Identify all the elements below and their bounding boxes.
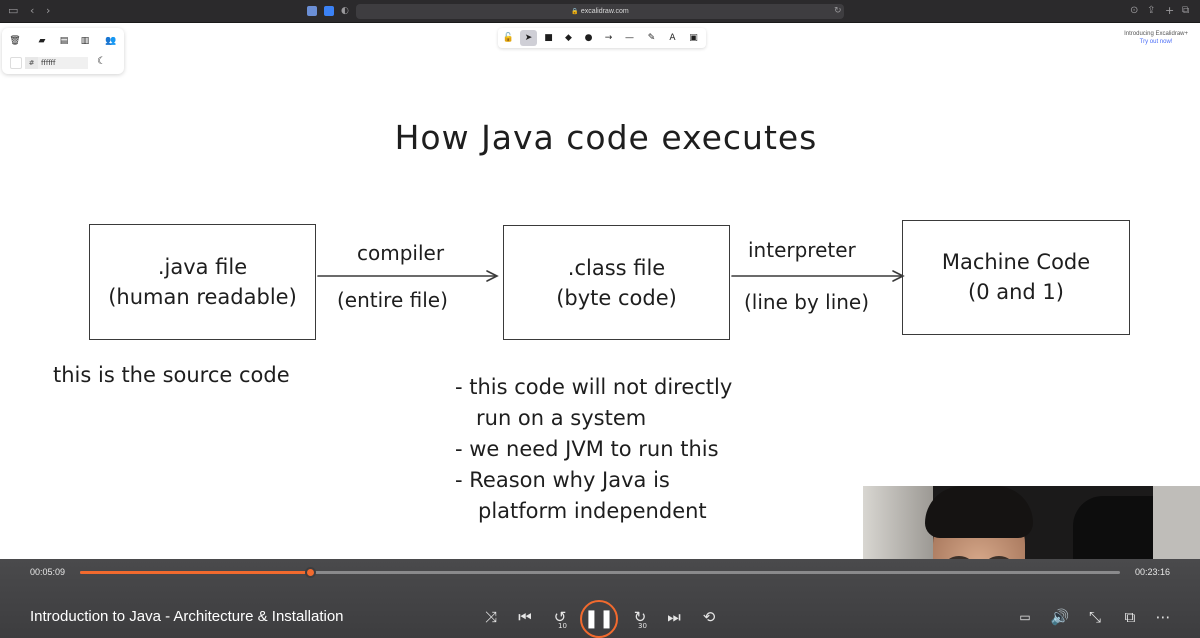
promo-link[interactable]: Try out now!	[1139, 39, 1173, 45]
line-icon[interactable]: —	[625, 33, 634, 43]
class-file-sublabel: (byte code)	[556, 286, 677, 310]
rectangle-icon[interactable]: ■	[544, 33, 553, 43]
lock-icon: 🔒	[571, 9, 579, 15]
bytecode-note-line4: - Reason why Java is	[455, 468, 670, 492]
url-text: excalidraw.com	[580, 8, 629, 15]
picture-in-picture-icon[interactable]: ⧉	[1124, 608, 1136, 626]
background-color-swatch[interactable]	[10, 57, 22, 69]
loop-off-icon[interactable]: ⟲	[702, 608, 716, 626]
bytecode-note-line1: - this code will not directly	[455, 375, 733, 399]
trash-icon[interactable]: 🗑	[9, 36, 21, 46]
hex-prefix: #	[25, 57, 38, 69]
previous-icon[interactable]: ⏮	[518, 608, 532, 626]
extension-icon[interactable]	[307, 6, 317, 16]
library-icon[interactable]: ▣	[689, 33, 698, 43]
bytecode-note-line3: - we need JVM to run this	[455, 437, 719, 461]
pause-icon: ❚❚	[583, 608, 615, 629]
compiler-label: compiler	[357, 241, 445, 265]
excalidraw-plus-promo[interactable]: Introducing Excalidraw+ Try out now!	[1124, 30, 1188, 46]
ellipse-icon[interactable]: ●	[584, 33, 593, 43]
video-title: Introduction to Java - Architecture & In…	[30, 608, 344, 625]
pause-button[interactable]: ❚❚	[580, 600, 618, 638]
export-icon[interactable]: ▥	[80, 36, 90, 46]
diagram-title: How Java code executes	[394, 118, 818, 157]
collapse-icon[interactable]: ⤡	[1088, 608, 1101, 626]
interpret-arrow-head	[892, 270, 905, 282]
forward-seconds: 30	[638, 622, 647, 630]
forward-icon[interactable]: ↻30	[630, 608, 650, 630]
machine-code-sublabel: (0 and 1)	[968, 280, 1064, 304]
browser-toolbar: ▭ ‹ › ◐ 🔒excalidraw.com ↻ ⊙ ⇪ + ⧉	[0, 0, 1200, 23]
webcam-hair	[925, 486, 1033, 538]
tab-overview-icon[interactable]: ⧉	[1182, 5, 1190, 16]
current-time: 00:05:09	[30, 567, 66, 577]
next-icon[interactable]: ⏭	[667, 608, 681, 626]
compile-arrow-head	[486, 270, 499, 282]
machine-code-label: Machine Code	[941, 250, 1091, 274]
more-options-icon[interactable]: ⋯	[1155, 608, 1171, 626]
total-time: 00:23:16	[1135, 567, 1171, 577]
seek-bar[interactable]	[80, 567, 1120, 578]
promo-line1: Introducing Excalidraw+	[1124, 31, 1188, 37]
shield-icon[interactable]: ◐	[341, 6, 349, 16]
save-icon[interactable]: ▤	[59, 36, 69, 46]
address-bar[interactable]: 🔒excalidraw.com	[356, 4, 844, 19]
selection-icon[interactable]: ➤	[520, 30, 537, 46]
forward-icon[interactable]: ›	[46, 4, 51, 17]
collaborate-icon[interactable]: 👥	[105, 36, 117, 46]
java-file-sublabel: (human readable)	[108, 285, 297, 309]
arrow-icon[interactable]: →	[604, 33, 613, 43]
entire-file-label: (entire file)	[337, 288, 448, 312]
lock-icon[interactable]: 🔓	[502, 33, 515, 43]
bytecode-note-line2: run on a system	[476, 406, 647, 430]
seek-progress	[80, 571, 311, 574]
extension-icon[interactable]	[324, 6, 334, 16]
excalidraw-canvas[interactable]	[0, 23, 1200, 559]
pencil-icon[interactable]: ✎	[647, 33, 656, 43]
share-icon[interactable]: ⇪	[1147, 5, 1156, 16]
bytecode-note-line5: platform independent	[478, 499, 707, 523]
video-player-controls: 00:05:09 00:23:16 Introduction to Java -…	[0, 559, 1200, 638]
class-file-box[interactable]: .class file (byte code)	[503, 225, 730, 340]
subtitles-icon[interactable]: ▭	[1019, 610, 1031, 624]
volume-icon[interactable]: 🔊	[1050, 608, 1070, 626]
new-tab-icon[interactable]: +	[1165, 4, 1175, 17]
text-icon[interactable]: A	[669, 33, 676, 43]
reload-icon[interactable]: ↻	[834, 6, 842, 16]
open-folder-icon[interactable]: ▰	[38, 36, 46, 46]
shuffle-icon[interactable]: ⤨	[484, 608, 497, 626]
dark-mode-icon[interactable]: ☾	[97, 56, 106, 67]
java-file-box[interactable]: .java file (human readable)	[89, 224, 316, 340]
sidebar-toggle-icon[interactable]: ▭	[8, 4, 19, 17]
canvas-actions-panel: 🗑 ▰ ▤ ▥ 👥 # ffffff ☾	[2, 28, 124, 74]
rewind-seconds: 10	[558, 622, 567, 630]
back-icon[interactable]: ‹	[30, 4, 35, 17]
seek-handle[interactable]	[305, 567, 317, 578]
java-file-label: .java file	[157, 255, 248, 279]
machine-code-box[interactable]: Machine Code (0 and 1)	[902, 220, 1130, 335]
background-color-input[interactable]: ffffff	[38, 57, 88, 69]
line-by-line-label: (line by line)	[744, 290, 870, 314]
download-icon[interactable]: ⊙	[1130, 5, 1139, 16]
class-file-label: .class file	[567, 256, 666, 280]
diamond-icon[interactable]: ◆	[565, 33, 572, 43]
interpreter-label: interpreter	[748, 238, 856, 262]
source-code-note: this is the source code	[53, 363, 290, 387]
shape-toolbar: 🔓 ➤ ■ ◆ ● → — ✎ A ▣	[498, 28, 706, 48]
rewind-icon[interactable]: ↺10	[550, 608, 570, 630]
